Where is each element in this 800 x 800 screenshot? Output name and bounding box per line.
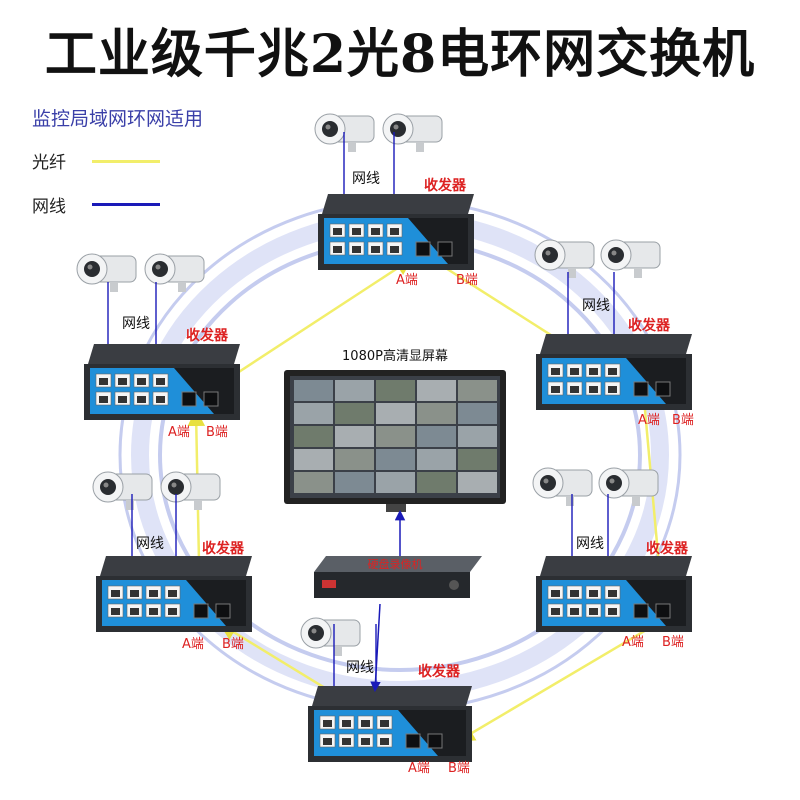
sfp-port-icon (203, 391, 219, 407)
network-switch-icon: 收发器 网线 A端 B端 (84, 282, 240, 440)
transceiver-label: 收发器 (186, 327, 229, 344)
port-a-label: A端 (396, 273, 418, 288)
sfp-port-icon (427, 733, 443, 749)
security-camera-icon (144, 253, 205, 292)
video-tile (376, 403, 415, 424)
legend-fiber-label: 光纤 (32, 153, 66, 173)
port-a-label: A端 (408, 761, 430, 776)
security-camera-icon (76, 253, 137, 292)
video-tile (458, 426, 497, 447)
transceiver-label: 收发器 (628, 317, 671, 334)
port-a-label: A端 (638, 413, 660, 428)
port-b-label: B端 (456, 273, 478, 288)
video-tile (294, 449, 333, 470)
transceiver-label: 收发器 (424, 177, 467, 194)
video-tile (458, 449, 497, 470)
cable-label: 网线 (352, 171, 380, 187)
dvr-icon (314, 556, 482, 598)
security-camera-icon (532, 467, 593, 506)
video-tile (417, 472, 456, 493)
network-switch-icon: 收发器 网线 A端 B端 (536, 272, 694, 428)
video-tile (376, 449, 415, 470)
sfp-port-icon (215, 603, 231, 619)
network-switch-icon: 收发器 网线 A端 B端 (96, 494, 252, 652)
video-tile (458, 403, 497, 424)
video-tile (417, 380, 456, 401)
video-tile (294, 403, 333, 424)
screen-label: 1080P高清显屏幕 (342, 348, 448, 364)
security-camera-icon (598, 467, 659, 506)
network-switch-icon: 收发器 网线 A端 B端 (536, 494, 692, 650)
page-title: 工业级千兆2光8电环网交换机 (44, 24, 756, 85)
legend-fiber-line (92, 160, 160, 163)
sfp-port-icon (437, 241, 453, 257)
security-camera-icon (600, 239, 661, 278)
sfp-port-icon (181, 391, 197, 407)
legend-cable-label: 网线 (32, 197, 66, 217)
video-tile (417, 426, 456, 447)
port-b-label: B端 (206, 425, 228, 440)
port-b-label: B端 (662, 635, 684, 650)
cable-label: 网线 (346, 660, 374, 676)
sfp-port-icon (405, 733, 421, 749)
monitor-icon (284, 370, 506, 512)
port-b-label: B端 (222, 637, 244, 652)
network-switch-icon: 收发器 网线 A端 B端 (318, 132, 478, 288)
sfp-port-icon (415, 241, 431, 257)
sfp-port-icon (655, 603, 671, 619)
port-a-label: A端 (168, 425, 190, 440)
cable-label: 网线 (582, 298, 610, 314)
video-tile (294, 380, 333, 401)
video-tile (458, 380, 497, 401)
video-tile (417, 449, 456, 470)
camera-group (76, 113, 661, 656)
security-camera-icon (314, 113, 375, 152)
security-camera-icon (92, 471, 153, 510)
video-tile (458, 472, 497, 493)
video-tile (335, 472, 374, 493)
port-a-label: A端 (622, 635, 644, 650)
security-camera-icon (534, 239, 595, 278)
video-tile (335, 449, 374, 470)
video-tile (417, 403, 456, 424)
security-camera-icon (160, 471, 221, 510)
sfp-port-icon (655, 381, 671, 397)
network-switch-icon: 收发器 网线 A端 B端 (308, 624, 472, 776)
sfp-port-icon (633, 603, 649, 619)
video-tile (376, 472, 415, 493)
video-tile (335, 380, 374, 401)
port-b-label: B端 (448, 761, 470, 776)
video-tile (294, 426, 333, 447)
video-tile (376, 380, 415, 401)
cable-label: 网线 (576, 536, 604, 552)
switch-to-nvr-arrow (370, 603, 381, 693)
port-b-label: B端 (672, 413, 694, 428)
transceiver-label: 收发器 (418, 663, 461, 680)
nvr-label: 硬盘录像机 (368, 557, 423, 571)
video-tile (335, 426, 374, 447)
video-tile (335, 403, 374, 424)
security-camera-icon (382, 113, 443, 152)
legend-cable-line (92, 203, 160, 206)
security-camera-icon (300, 617, 361, 656)
port-a-label: A端 (182, 637, 204, 652)
transceiver-label: 收发器 (646, 540, 689, 557)
sfp-port-icon (633, 381, 649, 397)
cable-label: 网线 (122, 316, 150, 332)
video-tile (376, 426, 415, 447)
cable-label: 网线 (136, 536, 164, 552)
video-tile (294, 472, 333, 493)
subtitle: 监控局域网环网适用 (32, 108, 204, 130)
sfp-port-icon (193, 603, 209, 619)
transceiver-label: 收发器 (202, 540, 245, 557)
